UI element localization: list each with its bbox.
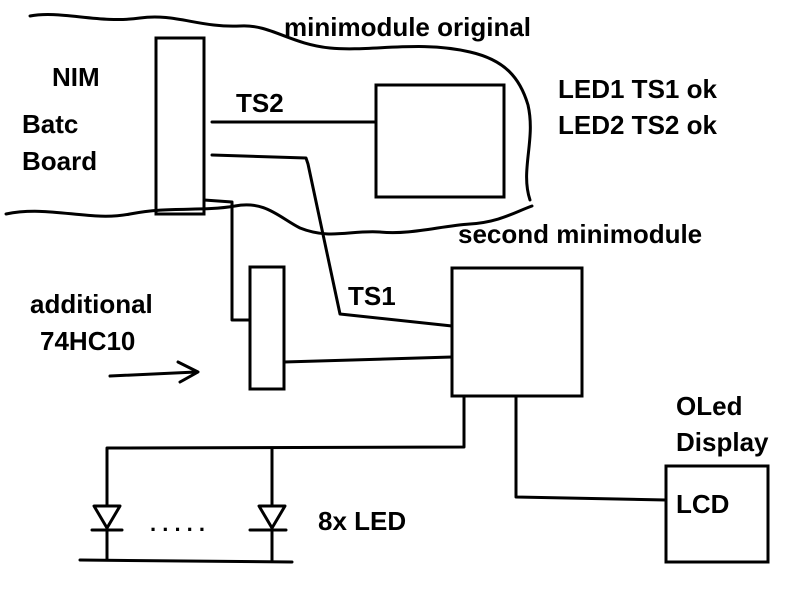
minimodule-original-label: minimodule original: [284, 12, 531, 42]
led-ellipsis: . . . . .: [150, 511, 205, 536]
oled-label: OLed: [676, 391, 742, 421]
additional-label: additional: [30, 289, 153, 319]
led-icon-1: [90, 504, 124, 562]
lcd-label: LCD: [676, 489, 729, 519]
led-icon-8: [248, 504, 288, 562]
nim-to-74hc10-wire: [202, 198, 252, 322]
ts2-label: TS2: [236, 88, 284, 118]
led-count-label: 8x LED: [318, 506, 406, 536]
led-status-1: LED1 TS1 ok: [558, 74, 717, 104]
board-outline-bottom: [4, 203, 534, 236]
lcd-box: [664, 464, 770, 564]
minimodule-original-box: [374, 83, 506, 199]
board-label: Board: [22, 146, 97, 176]
led-ground-bus: [78, 558, 294, 564]
second-minimodule-label: second minimodule: [458, 219, 702, 249]
74hc10-to-second-module-wire: [282, 355, 454, 364]
nim-board: [154, 36, 206, 216]
chip-name-label: 74HC10: [40, 326, 135, 356]
led-status-2: LED2 TS2 ok: [558, 110, 717, 140]
ts1-wire: [210, 153, 454, 328]
display-label: Display: [676, 427, 769, 457]
arrow-icon: [108, 360, 200, 384]
second-minimodule-box: [450, 266, 584, 398]
board-outline-top: [28, 12, 532, 202]
ts1-label: TS1: [348, 281, 396, 311]
chip-74hc10: [248, 265, 286, 391]
module-to-led-bus-wire: [105, 394, 466, 508]
module-to-lcd-wire: [514, 394, 668, 502]
batc-label: Batc: [22, 109, 78, 139]
nim-label: NIM: [52, 62, 100, 92]
